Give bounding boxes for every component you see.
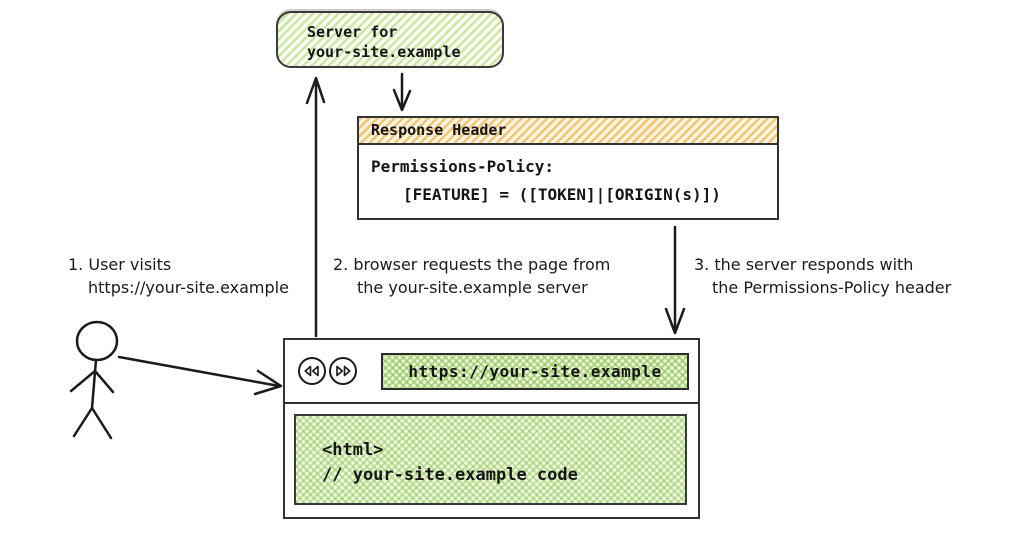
- back-icon: [304, 365, 319, 377]
- response-header-titlebar: Response Header: [359, 118, 777, 145]
- annotation-step-3-line1: 3. the server responds with: [694, 255, 914, 274]
- server-box-label-line1: Server for: [307, 23, 398, 41]
- forward-icon: [336, 365, 351, 377]
- response-header-box: Response Header Permissions-Policy: [FEA…: [357, 116, 779, 220]
- code-line-1: <html>: [322, 440, 384, 460]
- annotation-step-1-line1: 1. User visits: [68, 255, 172, 274]
- forward-button: [329, 357, 357, 385]
- browser-content-code-box: <html> // your-site.example code: [294, 414, 687, 505]
- annotation-step-2: 2. browser requests the page from the yo…: [333, 253, 610, 299]
- server-box: Server for your-site.example: [276, 11, 504, 68]
- browser-window: https://your-site.example <html> // your…: [283, 338, 700, 519]
- arrow-response-header-to-browser: [664, 225, 686, 335]
- url-text: https://your-site.example: [408, 361, 662, 381]
- server-box-label-line2: your-site.example: [307, 43, 461, 61]
- user-stick-figure-icon: [69, 320, 119, 440]
- back-button: [298, 357, 326, 385]
- response-header-body: Permissions-Policy: [FEATURE] = ([TOKEN]…: [359, 145, 777, 209]
- annotation-step-2-line1: 2. browser requests the page from: [333, 255, 611, 274]
- response-header-title: Response Header: [371, 121, 507, 139]
- code-line-2: // your-site.example code: [322, 465, 578, 485]
- arrow-browser-to-server: [305, 76, 326, 338]
- annotation-step-3-line2: the Permissions-Policy header: [712, 278, 952, 297]
- annotation-step-1-line2: https://your-site.example: [88, 278, 289, 297]
- arrow-user-to-browser: [117, 355, 283, 396]
- url-bar: https://your-site.example: [381, 352, 689, 390]
- permissions-policy-line2: [FEATURE] = ([TOKEN]|[ORIGIN(s)]): [403, 185, 721, 204]
- permissions-policy-line1: Permissions-Policy:: [371, 157, 555, 176]
- annotation-step-2-line2: the your-site.example server: [357, 278, 588, 297]
- arrow-server-to-response-header: [392, 72, 412, 112]
- browser-toolbar: https://your-site.example: [285, 340, 698, 404]
- annotation-step-1: 1. User visits https://your-site.example: [68, 253, 289, 299]
- annotation-step-3: 3. the server responds with the Permissi…: [694, 253, 951, 299]
